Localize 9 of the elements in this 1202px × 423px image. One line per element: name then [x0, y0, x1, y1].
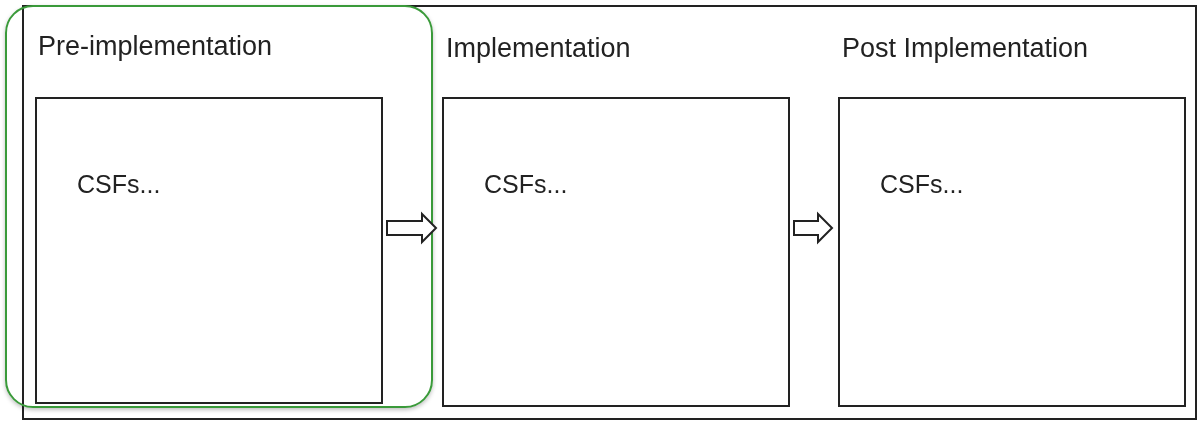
phase-heading: Pre-implementation [38, 30, 273, 63]
frame-box [22, 5, 1197, 420]
box-text: CSFs... [484, 169, 569, 200]
box-text: CSFs... [880, 169, 965, 200]
box-text: CSFs... [77, 169, 162, 200]
phase-heading: Implementation [446, 32, 631, 65]
phase-heading: Post Implementation [842, 32, 1089, 65]
block-arrow [793, 211, 834, 245]
block-arrow [386, 211, 438, 245]
